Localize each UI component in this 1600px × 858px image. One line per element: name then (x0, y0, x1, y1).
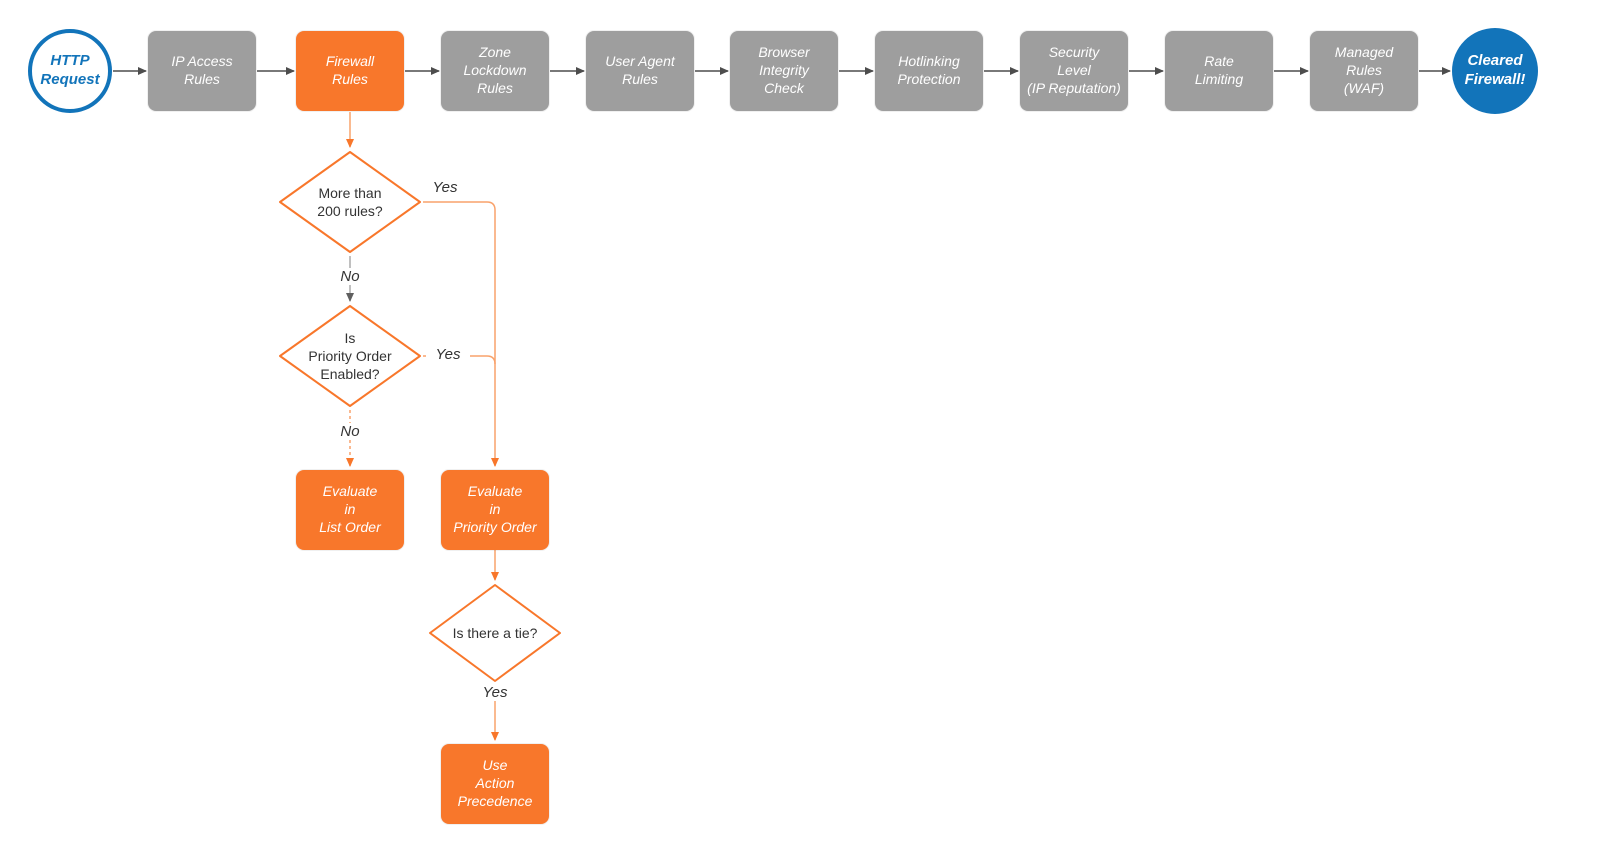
stage-firewall-rules-label: Firewall Rules (325, 53, 375, 87)
stage-browser-integrity-check-label: Browser Integrity Check (758, 44, 810, 96)
stage-security-level: Security Level (IP Reputation) (1020, 31, 1128, 111)
decision-is-there-a-tie: Is there a tie? (428, 583, 562, 683)
stage-rate-limiting: Rate Limiting (1165, 31, 1273, 111)
node-http-request: HTTP Request (28, 29, 112, 113)
decision-more-than-200-rules-label: More than 200 rules? (317, 184, 383, 219)
stage-ip-access-rules: IP Access Rules (148, 31, 256, 111)
diamond-shape (279, 151, 421, 253)
decision-more-than-200-rules: More than 200 rules? (278, 150, 422, 254)
stage-rate-limiting-label: Rate Limiting (1194, 53, 1244, 87)
stage-user-agent-rules: User Agent Rules (586, 31, 694, 111)
decision-priority-order-enabled: Is Priority Order Enabled? (278, 304, 422, 408)
stage-ip-access-rules-label: IP Access Rules (171, 53, 233, 87)
stage-user-agent-rules-label: User Agent Rules (605, 53, 675, 87)
edge-label-yes-2: Yes (426, 346, 470, 363)
stage-zone-lockdown-rules-label: Zone Lockdown Rules (463, 44, 527, 96)
action-evaluate-list-order-label: Evaluate in List Order (319, 483, 381, 535)
stage-firewall-rules: Firewall Rules (296, 31, 404, 111)
edge-label-yes-3: Yes (473, 684, 517, 701)
decision-is-there-a-tie-label: Is there a tie? (452, 624, 538, 641)
stage-hotlinking-protection-label: Hotlinking Protection (897, 53, 961, 87)
stage-browser-integrity-check: Browser Integrity Check (730, 31, 838, 111)
connector-decision-1-yes-to-priority-order (423, 201, 499, 467)
stage-security-level-label: Security Level (IP Reputation) (1027, 44, 1121, 96)
edge-label-no-2: No (328, 423, 372, 440)
action-use-action-precedence: Use Action Precedence (441, 744, 549, 824)
edge-label-yes-1: Yes (432, 179, 458, 196)
diamond-shape (429, 584, 561, 682)
connector-decision-2-yes-merge (423, 355, 496, 365)
action-evaluate-list-order: Evaluate in List Order (296, 470, 404, 550)
action-use-action-precedence-label: Use Action Precedence (457, 757, 533, 809)
node-http-request-label: HTTP Request (40, 52, 100, 88)
stage-zone-lockdown-rules: Zone Lockdown Rules (441, 31, 549, 111)
stage-hotlinking-protection: Hotlinking Protection (875, 31, 983, 111)
decision-priority-order-enabled-label: Is Priority Order Enabled? (308, 329, 392, 383)
node-cleared-firewall: Cleared Firewall! (1452, 28, 1538, 114)
stage-managed-rules-waf-label: Managed Rules (WAF) (1334, 44, 1394, 96)
node-cleared-firewall-label: Cleared Firewall! (1464, 52, 1526, 88)
action-evaluate-priority-order: Evaluate in Priority Order (441, 470, 549, 550)
action-evaluate-priority-order-label: Evaluate in Priority Order (453, 483, 537, 535)
diamond-shape (279, 305, 421, 407)
stage-managed-rules-waf: Managed Rules (WAF) (1310, 31, 1418, 111)
edge-label-no-1: No (328, 268, 372, 285)
